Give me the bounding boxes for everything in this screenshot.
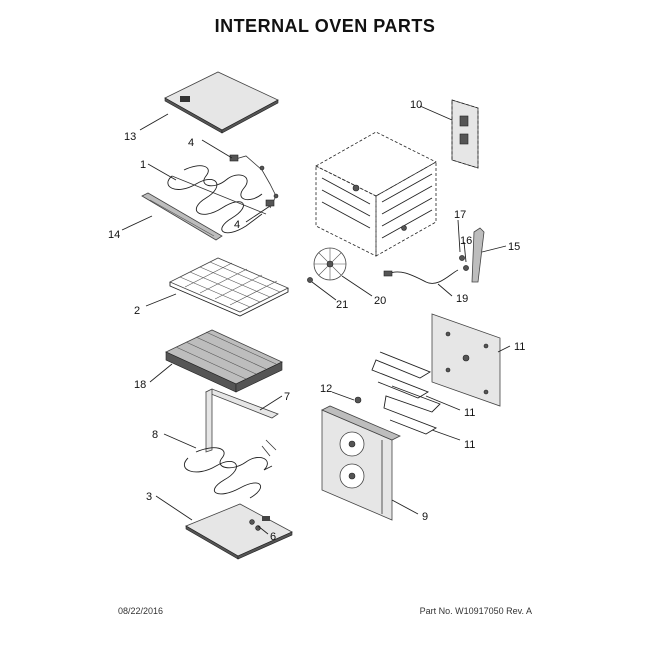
- vent-plate: [451, 99, 479, 169]
- callout-21: 21: [336, 299, 348, 311]
- convection-fan: [307, 247, 347, 283]
- fan-cover: [321, 405, 401, 521]
- footer-part-number: Part No. W10917050 Rev. A: [419, 606, 532, 616]
- element-connectors: [229, 154, 279, 209]
- bottom-panel: [185, 503, 293, 560]
- callout-4: 4: [188, 137, 194, 149]
- callout-16: 16: [460, 235, 472, 247]
- roller-rack: [165, 329, 283, 393]
- oven-rack: [169, 257, 289, 317]
- callout-12: 12: [320, 383, 332, 395]
- convection-element-upper: [371, 351, 432, 399]
- callout-1: 1: [140, 159, 146, 171]
- callout-19: 19: [456, 293, 468, 305]
- callout-11: 11: [464, 439, 475, 451]
- callout-11: 11: [464, 407, 475, 419]
- element-bracket: [205, 388, 279, 453]
- rear-panel: [431, 313, 501, 407]
- callout-5: 6: [270, 531, 276, 543]
- callout-labels: 13 4 1 14 4 2 18 7 8 3 6 10 17 16 15 19 …: [108, 99, 525, 543]
- callout-15: 15: [508, 241, 520, 253]
- callout-10: 11: [514, 341, 525, 353]
- diagram-title: INTERNAL OVEN PARTS: [214, 16, 436, 36]
- footer-date: 08/22/2016: [118, 606, 164, 616]
- callout-4: 4: [234, 219, 240, 231]
- callout-18: 18: [134, 379, 146, 391]
- callout-3: 3: [146, 491, 152, 503]
- bake-element: [184, 439, 277, 499]
- callout-2: 2: [134, 305, 140, 317]
- callout-13: 13: [124, 131, 136, 143]
- callout-8: 10: [410, 99, 422, 111]
- leader-lines: [121, 105, 511, 535]
- wire-harness: [383, 269, 459, 284]
- callout-7: 8: [152, 429, 158, 441]
- convection-element-lower: [383, 385, 441, 435]
- callout-14: 14: [108, 229, 120, 241]
- broil-element: [167, 165, 267, 234]
- callout-20: 20: [374, 295, 386, 307]
- callout-9: 9: [422, 511, 428, 523]
- callout-17: 17: [454, 209, 466, 221]
- top-panel: [164, 71, 279, 134]
- temperature-sensor: [459, 227, 485, 283]
- callout-6: 7: [284, 391, 290, 403]
- oven-cavity: [315, 131, 437, 257]
- mounting-screw: [354, 396, 362, 404]
- element-rail: [141, 192, 223, 241]
